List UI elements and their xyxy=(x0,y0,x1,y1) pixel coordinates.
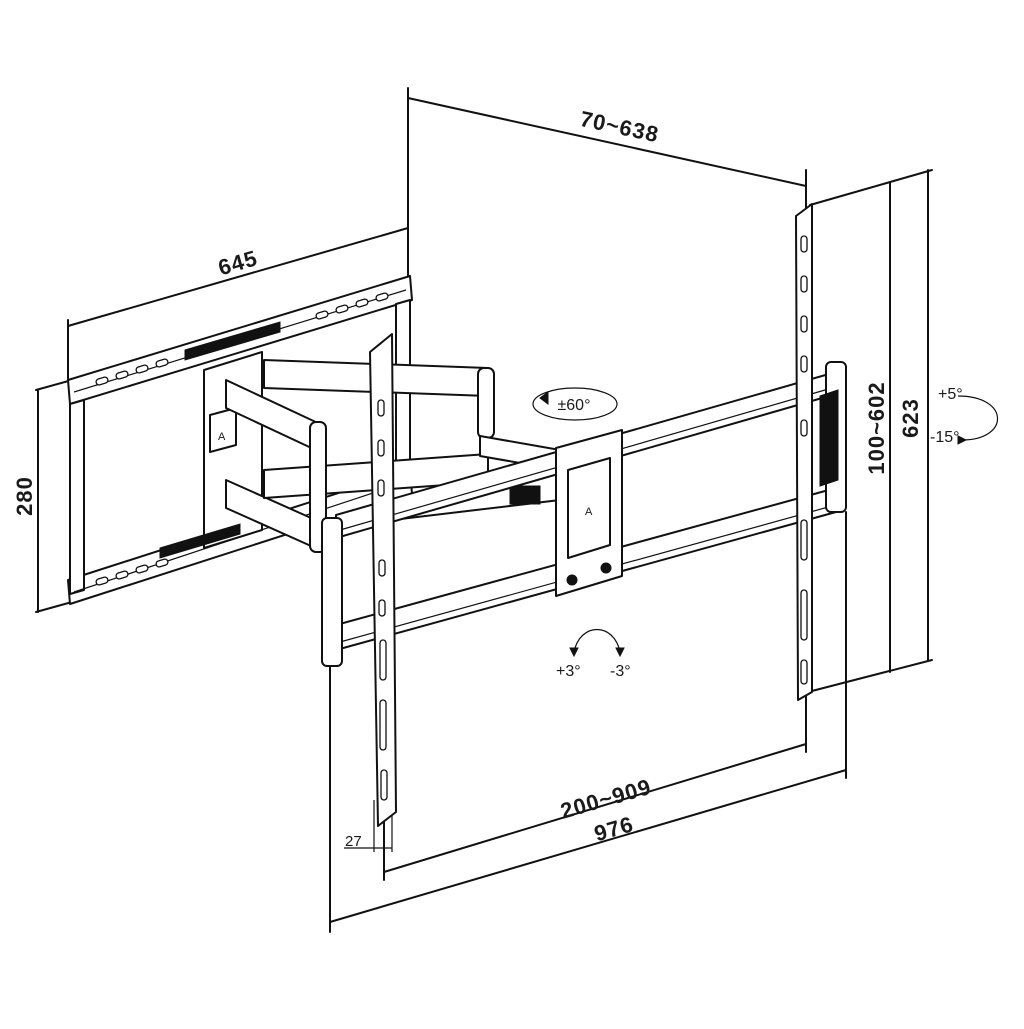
hanger-slot xyxy=(379,699,387,751)
angle-labels: ±60° +5° -15° +3° -3° xyxy=(556,386,963,680)
hanger-slot xyxy=(800,235,808,253)
bracket-width-dim-line xyxy=(329,769,847,923)
plate-slot xyxy=(355,298,369,308)
plate-slot xyxy=(315,310,329,320)
level-arrowhead-left-icon xyxy=(569,647,579,658)
height-ext-bottom xyxy=(807,659,933,693)
hanger-slot xyxy=(378,599,386,617)
profile-depth-label: 27 xyxy=(345,833,362,850)
bottom-hinge-cap xyxy=(159,523,241,559)
plate-slot xyxy=(115,370,129,380)
center-marker-label: A xyxy=(585,506,593,518)
plate-height-label: 280 xyxy=(12,476,37,516)
arm-reach-dim-line xyxy=(407,97,807,187)
tilt-up-label: +5° xyxy=(938,386,963,403)
height-ext-top xyxy=(809,169,933,206)
hanger-slot xyxy=(379,639,387,681)
connector-block xyxy=(509,485,541,505)
hanger-slot xyxy=(377,399,385,417)
hanger-slot xyxy=(377,479,385,497)
center-inner-plate xyxy=(567,457,611,559)
hanger-slot xyxy=(800,519,808,561)
center-bolt xyxy=(566,574,578,586)
plate-slot xyxy=(375,292,389,302)
hanger-slot xyxy=(800,315,808,333)
hanger-slot xyxy=(380,769,388,801)
right-hanger-clip xyxy=(819,389,839,487)
vesa-horizontal-label: 200~909 xyxy=(558,774,655,824)
right-vertical-hanger xyxy=(795,203,813,701)
plate-height-ext-bottom xyxy=(35,601,73,613)
tilt-down-label: -15° xyxy=(930,429,960,446)
bracket-height-label: 623 xyxy=(898,398,923,438)
plate-width-dim-line xyxy=(67,227,409,327)
vesa-vertical-label: 100~602 xyxy=(864,381,889,474)
tilt-arrowhead-icon xyxy=(957,435,968,445)
level-minus-label: -3° xyxy=(610,663,631,680)
hanger-slot xyxy=(800,275,808,293)
hanger-slot xyxy=(378,559,386,577)
swivel-angle-label: ±60° xyxy=(558,397,591,414)
hanger-slot xyxy=(377,439,385,457)
plate-slot xyxy=(335,304,349,314)
left-vertical-hanger xyxy=(369,333,397,827)
swivel-arrow-icon xyxy=(532,387,618,421)
hanger-slot xyxy=(800,419,808,437)
plate-slot xyxy=(155,558,169,568)
tv-bracket: A xyxy=(321,203,847,827)
level-plus-label: +3° xyxy=(556,663,581,680)
tilt-arrow-icon xyxy=(957,395,999,441)
vesa-horizontal-dim-line xyxy=(383,743,807,873)
plate-marker-label: A xyxy=(218,431,226,443)
plate-slot xyxy=(135,364,149,374)
top-hinge-cap xyxy=(184,321,281,361)
plate-slot xyxy=(135,564,149,574)
center-bolt xyxy=(600,562,612,574)
inner-elbow-joint xyxy=(309,421,327,553)
rotation-indicators xyxy=(532,387,999,658)
level-arrow-icon xyxy=(573,628,621,653)
hanger-slot xyxy=(800,659,808,685)
left-end-cap xyxy=(321,517,343,667)
swivel-arrowhead-icon xyxy=(539,391,549,405)
plate-height-ext-top xyxy=(35,379,73,391)
dimension-lines xyxy=(35,87,933,933)
hanger-slot xyxy=(800,355,808,373)
plate-width-label: 645 xyxy=(215,245,260,280)
level-arrowhead-right-icon xyxy=(615,647,625,658)
wall-plate-left-post xyxy=(69,399,85,595)
wall-hinge-plate xyxy=(209,407,237,453)
elbow-joint xyxy=(477,367,495,439)
plate-slot xyxy=(115,570,129,580)
plate-slot xyxy=(155,358,169,368)
plate-slot xyxy=(95,376,109,386)
hanger-slot xyxy=(800,589,808,641)
wall-plate: A xyxy=(67,275,413,605)
plate-slot xyxy=(95,576,109,586)
arm-reach-label: 70~638 xyxy=(578,106,661,147)
bracket-width-label: 976 xyxy=(591,811,636,846)
